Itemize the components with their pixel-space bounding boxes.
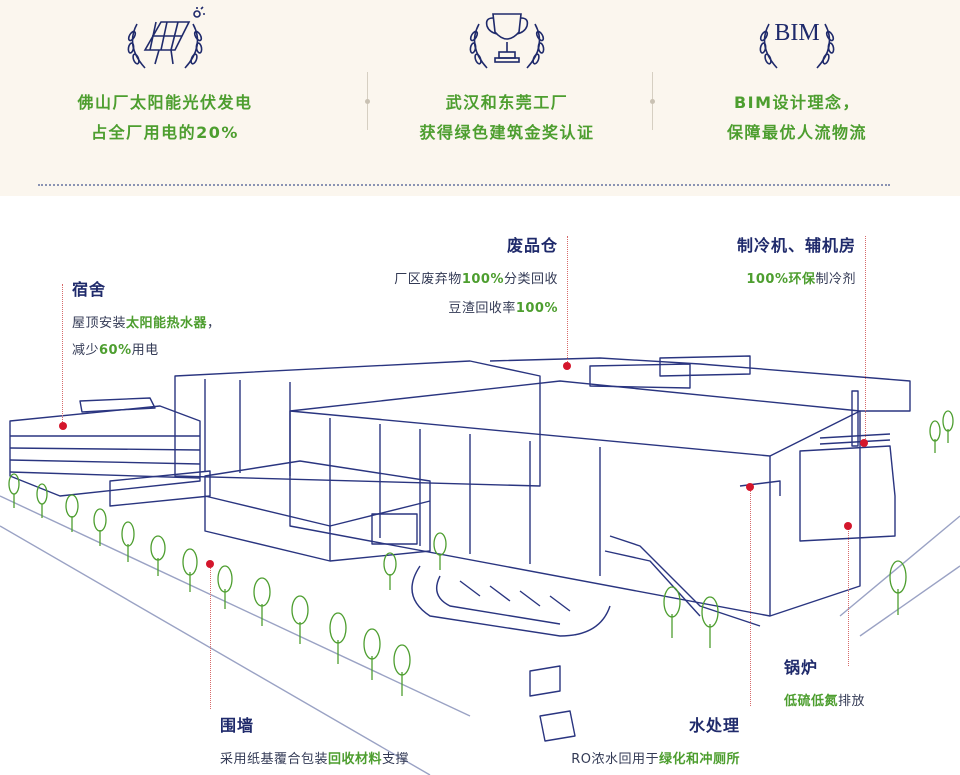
divider: [365, 72, 370, 130]
callout-waste-line1: 厂区废弃物100%分类回收: [394, 272, 558, 287]
callout-waste-title: 废品仓: [506, 236, 558, 255]
solar-panel-laurel-icon: [127, 6, 205, 69]
leader-water: [750, 488, 751, 706]
callout-wall-title: 围墙: [220, 716, 255, 735]
callout-dorm-line1: 屋顶安装太阳能热水器，: [72, 316, 221, 331]
award-solar: 佛山厂太阳能光伏发电 占全厂用电的20%: [20, 6, 310, 148]
award-bim-line2: 保障最优人流物流: [726, 123, 867, 142]
callout-water-line1: RO浓水回用于绿化和冲厕所: [571, 752, 740, 767]
divider: [650, 72, 655, 130]
banner-dotted-divider: [38, 184, 890, 186]
leader-waste: [567, 236, 568, 364]
marker-boiler: [844, 522, 852, 530]
callout-waste: 废品仓 厂区废弃物100%分类回收 豆渣回收率100%: [374, 232, 558, 316]
callout-waste-line2: 豆渣回收率100%: [448, 301, 558, 316]
marker-chiller: [860, 439, 868, 447]
leader-chiller: [865, 236, 866, 441]
callout-chiller-title: 制冷机、辅机房: [736, 236, 856, 255]
callout-boiler: 锅炉 低硫低氮排放: [784, 654, 865, 709]
marker-wall: [206, 560, 214, 568]
factory-illustration: [0, 355, 960, 775]
award-bim-line1: BIM设计理念，: [733, 93, 861, 112]
award-green-building: 武汉和东莞工厂 获得绿色建筑金奖认证: [362, 6, 652, 148]
callout-dorm: 宿舍 屋顶安装太阳能热水器， 减少60%用电: [72, 276, 221, 358]
marker-dorm: [59, 422, 67, 430]
callout-boiler-title: 锅炉: [784, 658, 819, 677]
callout-boiler-line1: 低硫低氮排放: [784, 694, 866, 709]
award-solar-line2: 占全厂用电的20%: [91, 123, 239, 142]
callout-dorm-line2: 减少60%用电: [72, 343, 159, 358]
bim-laurel-icon: BIM: [759, 20, 835, 69]
callout-water: 水处理 RO浓水回用于绿化和冲厕所: [540, 712, 740, 767]
leader-boiler: [848, 526, 849, 666]
trophy-laurel-icon: [469, 13, 545, 69]
callout-dorm-title: 宿舍: [72, 280, 107, 299]
award-green-building-line2: 获得绿色建筑金奖认证: [419, 123, 595, 142]
leader-wall: [210, 564, 211, 709]
callout-water-title: 水处理: [688, 716, 740, 735]
callout-wall: 围墙 采用纸基覆合包装回收材料支撑: [220, 712, 409, 767]
awards-banner: 佛山厂太阳能光伏发电 占全厂用电的20% 武汉和东莞工厂 获得绿色建筑金奖认证: [0, 0, 960, 196]
callout-wall-line1: 采用纸基覆合包装回收材料支撑: [220, 752, 410, 767]
leader-dorm: [62, 284, 63, 424]
callout-chiller: 制冷机、辅机房 100%环保制冷剂: [700, 232, 856, 287]
callout-chiller-line1: 100%环保制冷剂: [746, 272, 856, 287]
award-solar-line1: 佛山厂太阳能光伏发电: [77, 93, 253, 112]
award-green-building-line1: 武汉和东莞工厂: [445, 93, 569, 112]
marker-water: [746, 483, 754, 491]
bim-badge: BIM: [774, 20, 819, 46]
factory-scene: [0, 196, 960, 775]
award-bim: BIM BIM设计理念， 保障最优人流物流: [652, 6, 942, 148]
marker-waste: [563, 362, 571, 370]
